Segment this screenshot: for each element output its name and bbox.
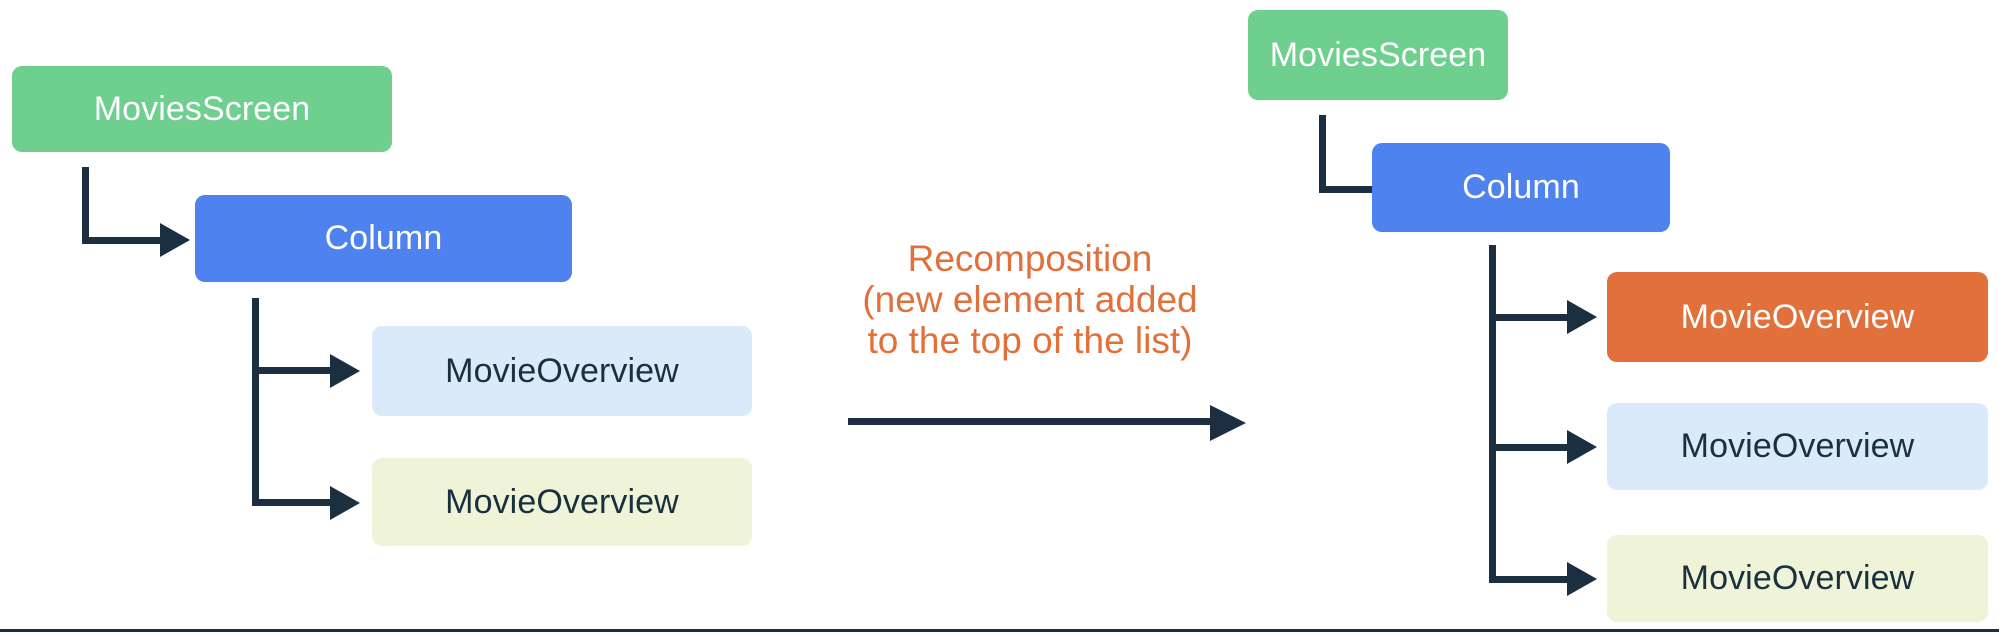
before-node-movie-overview-1: MovieOverview: [372, 326, 752, 416]
before-arrowhead-child-2-icon: [330, 486, 360, 520]
after-arrowhead-child-1-icon: [1567, 300, 1597, 334]
after-arrowhead-child-2-icon: [1567, 430, 1597, 464]
before-movie-overview-1-label: MovieOverview: [445, 351, 679, 390]
after-movie-overview-2-label: MovieOverview: [1680, 427, 1915, 465]
transition-arrowhead-icon: [1210, 405, 1246, 441]
transition-label: Recomposition (new element added to the …: [862, 238, 1198, 361]
transition-arrow-shaft: [848, 418, 1213, 425]
before-trunk-vertical: [252, 298, 259, 506]
before-node-column: Column: [195, 195, 572, 282]
before-movies-screen-label: MoviesScreen: [93, 89, 311, 128]
before-arrowhead-child-1-icon: [330, 354, 360, 388]
after-movies-screen-label: MoviesScreen: [1269, 35, 1487, 74]
after-node-movie-overview-3: MovieOverview: [1607, 535, 1988, 622]
after-branch-horizontal-child-1: [1489, 314, 1571, 321]
after-branch-horizontal-child-2: [1489, 444, 1571, 451]
before-node-movies-screen: MoviesScreen: [12, 66, 392, 152]
after-elbow-vertical-root-to-column: [1319, 115, 1326, 193]
after-node-movie-overview-1: MovieOverview: [1607, 272, 1988, 362]
before-column-label: Column: [324, 219, 443, 257]
after-node-movie-overview-2: MovieOverview: [1607, 403, 1988, 490]
before-branch-horizontal-child-2: [252, 499, 334, 506]
before-elbow-vertical-root-to-column: [82, 167, 89, 244]
after-column-label: Column: [1462, 168, 1580, 206]
after-trunk-vertical: [1489, 245, 1496, 583]
bottom-divider: [0, 629, 1999, 632]
before-movie-overview-2-label: MovieOverview: [445, 482, 679, 521]
after-elbow-horizontal-root-to-column: [1319, 186, 1397, 193]
after-movie-overview-3-label: MovieOverview: [1680, 559, 1915, 597]
before-arrowhead-root-to-column-icon: [160, 223, 190, 257]
after-node-column: Column: [1372, 143, 1670, 232]
after-arrowhead-child-3-icon: [1567, 562, 1597, 596]
before-branch-horizontal-child-1: [252, 367, 334, 374]
after-movie-overview-1-label: MovieOverview: [1680, 297, 1915, 336]
before-node-movie-overview-2: MovieOverview: [372, 458, 752, 546]
after-node-movies-screen: MoviesScreen: [1248, 10, 1508, 100]
after-branch-horizontal-child-3: [1489, 576, 1571, 583]
before-elbow-horizontal-root-to-column: [82, 237, 164, 244]
